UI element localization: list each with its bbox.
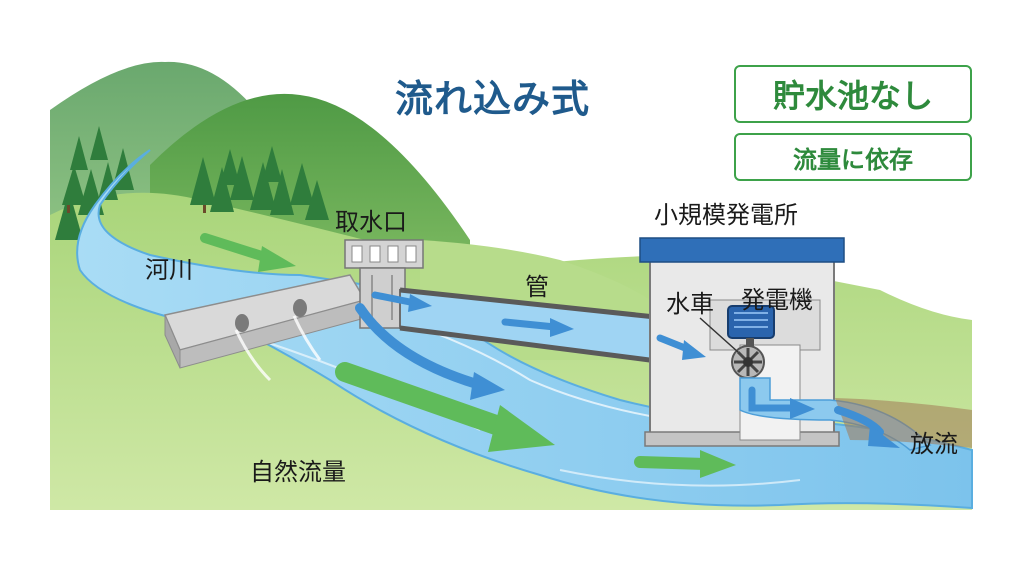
forest	[55, 126, 329, 240]
water-wheel-label: 水車	[666, 290, 714, 318]
turbine	[731, 345, 765, 379]
flow-arrow-intake	[371, 291, 432, 312]
pipe-label: 管	[525, 273, 549, 301]
no-reservoir-badge: 貯水池なし	[734, 65, 972, 123]
diagram-title: 流れ込み式	[395, 77, 591, 121]
flow-arrow-natural-small	[634, 450, 736, 478]
weir	[163, 274, 367, 382]
generator-label: 発電機	[741, 286, 813, 314]
flow-arrow-natural-large	[335, 362, 555, 452]
discharge-label: 放流	[910, 430, 958, 458]
flow-arrow-bypass	[355, 303, 505, 400]
flow-dependent-badge: 流量に依存	[734, 133, 972, 181]
intake-label: 取水口	[335, 208, 407, 236]
power-station-label: 小規模発電所	[654, 201, 798, 229]
natural-flow-label: 自然流量	[250, 458, 346, 486]
flow-arrow-outflow	[748, 386, 815, 419]
river-label: 河川	[145, 256, 193, 284]
water-wheel-leader	[699, 317, 739, 353]
flow-arrow-discharge	[834, 406, 900, 448]
flow-arrow-river	[200, 233, 296, 272]
generator-unit	[727, 305, 775, 356]
flow-arrow-pipe	[501, 318, 706, 360]
